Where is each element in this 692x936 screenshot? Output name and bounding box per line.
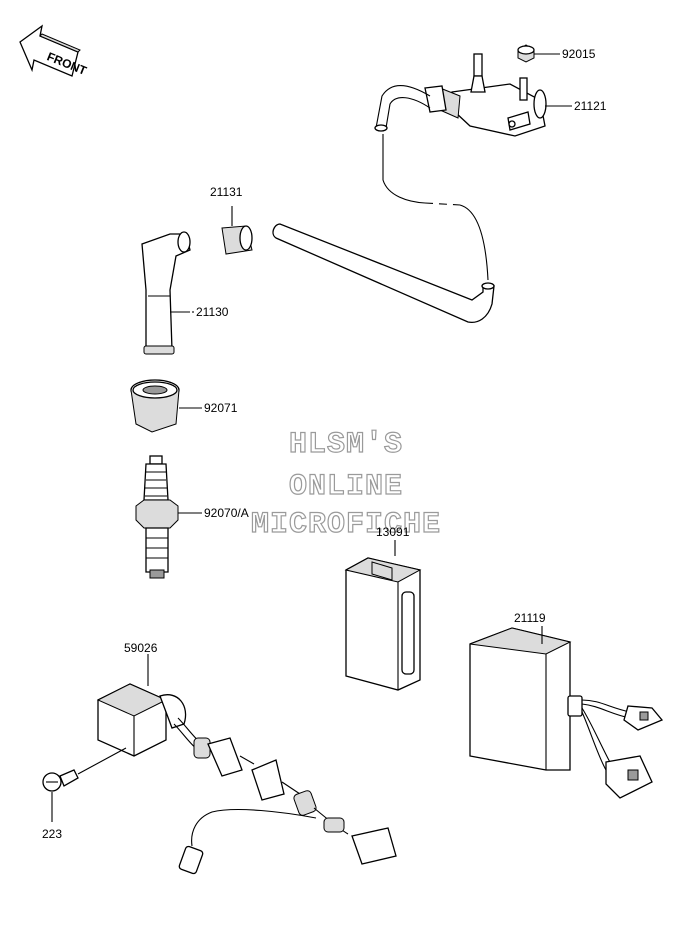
watermark-line-3: MICROFICHE bbox=[251, 508, 441, 542]
spark-plug-92070 bbox=[135, 455, 202, 579]
part-label-59026: 59026 bbox=[124, 641, 158, 655]
part-label-92070: 92070/A bbox=[204, 506, 249, 520]
leader-lines bbox=[192, 53, 572, 313]
part-label-223: 223 bbox=[42, 827, 62, 841]
front-arrow-icon: FRONT bbox=[19, 24, 89, 78]
bolt-223 bbox=[42, 747, 127, 822]
watermark: HLSM'S ONLINE MICROFICHE bbox=[250, 427, 441, 542]
part-label-92071: 92071 bbox=[204, 401, 238, 415]
part-label-92015: 92015 bbox=[562, 47, 596, 61]
plug-cap-21130 bbox=[141, 231, 191, 355]
part-label-13091: 13091 bbox=[376, 525, 410, 539]
watermark-line-2: ONLINE bbox=[289, 470, 403, 504]
seal-92071 bbox=[130, 379, 202, 433]
igniter-13091 bbox=[344, 540, 422, 691]
cap-21131 bbox=[221, 206, 253, 255]
part-label-21119: 21119 bbox=[514, 611, 546, 625]
nut-92015 bbox=[517, 44, 535, 63]
watermark-line-1: HLSM'S bbox=[289, 428, 403, 462]
ignition-coil bbox=[424, 53, 547, 137]
part-label-21121: 21121 bbox=[574, 99, 607, 113]
cdi-unit-21119 bbox=[469, 626, 664, 799]
part-labels: 92015 21121 21131 21130 92071 92070/A 13… bbox=[42, 47, 607, 841]
high-tension-cord bbox=[272, 84, 495, 324]
part-label-21131: 21131 bbox=[210, 185, 243, 199]
regulator-59026 bbox=[96, 654, 397, 875]
part-label-21130: 21130 bbox=[196, 305, 229, 319]
